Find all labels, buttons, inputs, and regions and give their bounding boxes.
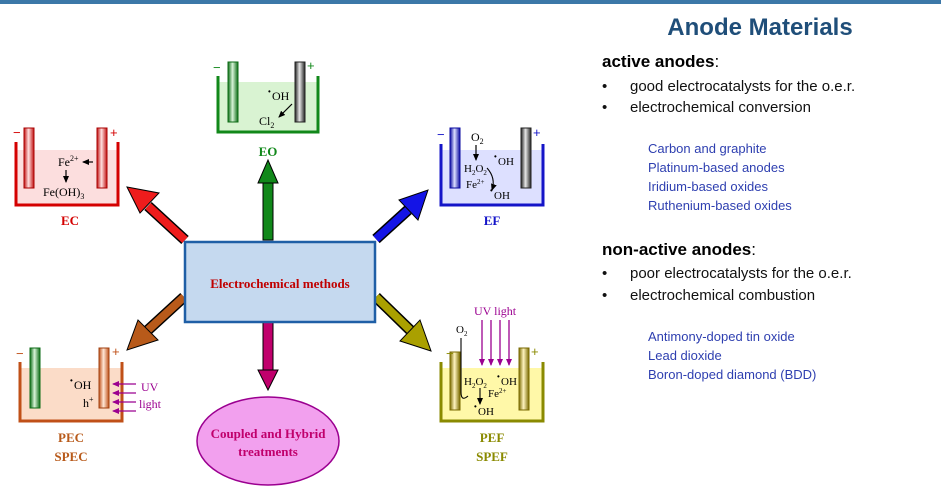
active-material-item: Iridium-based oxides (648, 179, 768, 194)
active-anodes-heading: active anodes: (602, 52, 720, 71)
ef-plus: + (533, 125, 541, 140)
pec-light: light (139, 397, 162, 411)
active-material-item: Carbon and graphite (648, 141, 767, 156)
pec-uv: UV (141, 380, 159, 394)
center-box (183, 240, 377, 324)
active-bullet-2: •electrochemical conversion (602, 99, 811, 116)
arrow-pef (372, 293, 432, 352)
coupled-ellipse (196, 396, 340, 486)
active-bullet-1: •good electrocatalysts for the o.e.r. (602, 78, 856, 95)
ec-label: EC (61, 213, 79, 228)
pec-h: h+ (83, 395, 94, 410)
pef-cell: − + UV light O2 H2O2 • OH Fe2+ • OH (439, 304, 545, 423)
ef-h2o2: H2O2 (464, 163, 487, 177)
page-title: Anode Materials (667, 14, 853, 41)
pef-cathode (449, 351, 461, 411)
active-material-item: Ruthenium-based oxides (648, 198, 792, 213)
pef-label: PEF (480, 430, 505, 445)
pef-radical-dot-1: • (497, 372, 500, 381)
ef-fe2: Fe2+ (466, 178, 485, 191)
ec-feoh3: Fe(OH)3 (43, 185, 84, 201)
top-accent-bar (0, 0, 941, 4)
ef-radical-dot-1: • (494, 152, 497, 161)
eo-radical-dot: • (268, 87, 271, 96)
ef-oh-1: OH (498, 156, 514, 168)
nonactive-material-item: Lead dioxide (648, 348, 722, 363)
pef-anode (518, 347, 530, 411)
ef-o2: O2 (471, 130, 484, 146)
nonactive-bullet-1: •poor electrocatalysts for the o.e.r. (602, 265, 852, 282)
ec-anode (96, 127, 108, 189)
ec-cathode (23, 127, 35, 189)
eo-cathode (227, 61, 239, 123)
ec-minus: − (13, 125, 21, 140)
ef-anode (520, 127, 532, 189)
ef-cell: − + O2 H2O2 • OH Fe2+ • OH (437, 125, 545, 207)
arrow-pec (126, 292, 188, 351)
pef-h2o2: H2O2 (464, 376, 487, 390)
nonactive-material-item: Antimony-doped tin oxide (648, 329, 795, 344)
active-material-item: Platinum-based anodes (648, 160, 785, 175)
pec-minus: − (16, 346, 24, 361)
arrow-ec (126, 186, 189, 245)
ec-plus: + (110, 125, 118, 140)
ef-oh-2: OH (494, 190, 510, 202)
pef-radical-dot-2: • (474, 402, 477, 411)
arrow-eo (257, 158, 279, 241)
pef-fe2: Fe2+ (488, 387, 507, 400)
eo-cl2: Cl2 (259, 114, 274, 130)
eo-minus: − (213, 60, 221, 75)
nonactive-bullet-2: •electrochemical combustion (602, 287, 816, 304)
pec-cathode (29, 347, 41, 409)
eo-cell: − + • OH Cl2 (213, 58, 320, 134)
center-label: Electrochemical methods (210, 276, 349, 291)
pef-minus: − (446, 346, 454, 361)
ef-label: EF (484, 213, 501, 228)
nonactive-anodes-heading: non-active anodes: (602, 240, 756, 259)
pef-plus: + (531, 344, 539, 359)
pec-radical-dot: • (70, 376, 73, 385)
spec-label: SPEC (54, 449, 87, 464)
pef-o2: O2 (456, 324, 468, 338)
eo-label: EO (259, 144, 278, 159)
electrochemical-methods-diagram: Electrochemical methods Coupled and Hybr… (13, 58, 545, 486)
coupled-label-line2: treatments (238, 444, 298, 459)
pef-oh-2: OH (478, 406, 494, 418)
ef-minus: − (437, 127, 445, 142)
ec-fe2: Fe2+ (58, 154, 79, 169)
pef-uv-light: UV light (474, 304, 517, 318)
arrow-ef (372, 189, 429, 244)
ec-cell: − + Fe2+ Fe(OH)3 (13, 125, 120, 207)
eo-plus: + (307, 58, 315, 73)
pef-oh-1: OH (501, 376, 517, 388)
nonactive-material-item: Boron-doped diamond (BDD) (648, 367, 817, 382)
pec-oh: OH (74, 378, 92, 392)
pec-plus: + (112, 344, 120, 359)
pec-label: PEC (58, 430, 84, 445)
arrow-coupled (257, 321, 279, 392)
eo-oh: OH (272, 89, 290, 103)
ef-radical-dot-2: • (490, 186, 493, 195)
spef-label: SPEF (476, 449, 508, 464)
coupled-label-line1: Coupled and Hybrid (211, 426, 327, 441)
ef-cathode (449, 127, 461, 189)
eo-anode (294, 61, 306, 123)
pec-anode (98, 347, 110, 409)
pec-cell: − + • OH h+ UV light (16, 344, 162, 423)
